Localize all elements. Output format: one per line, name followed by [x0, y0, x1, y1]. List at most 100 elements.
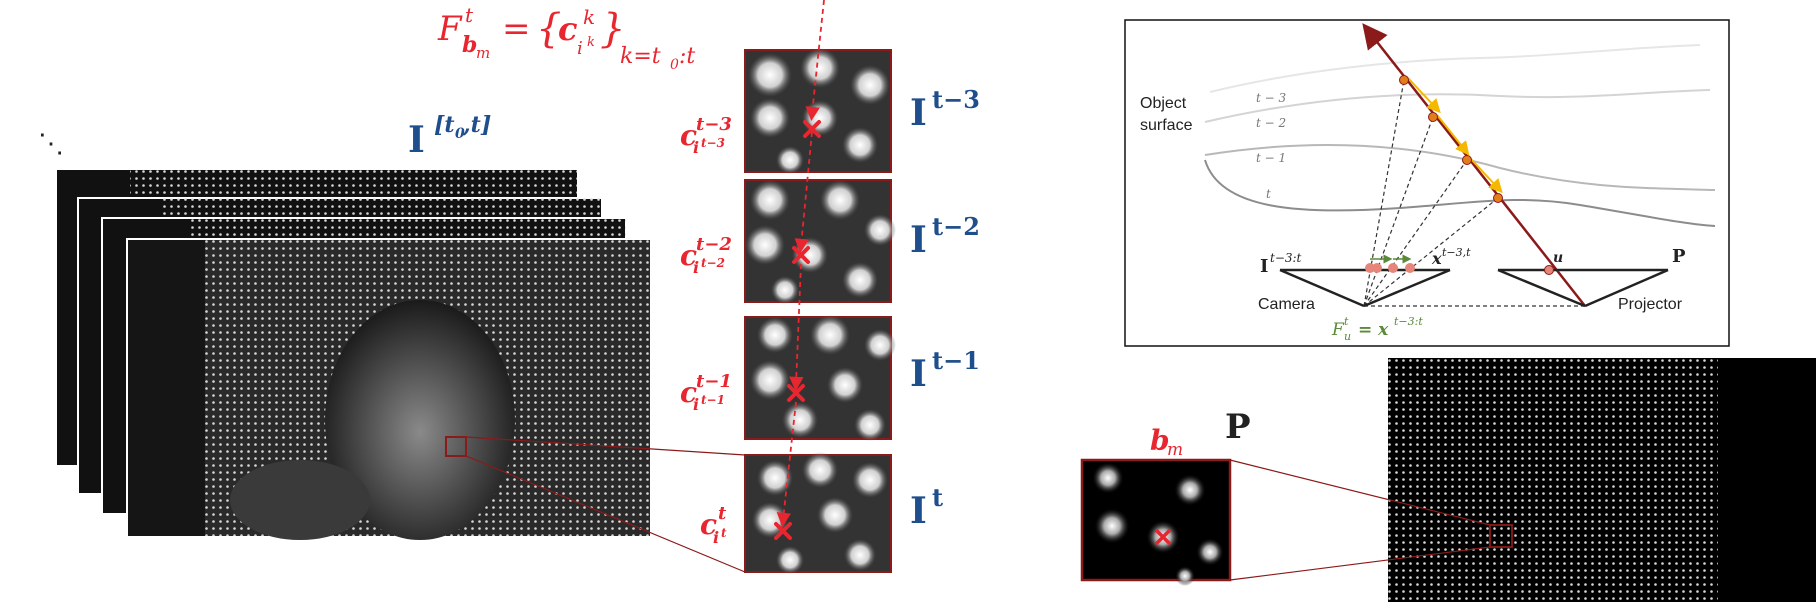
P-label: P: [1672, 246, 1686, 267]
camera-label: Camera: [1258, 296, 1315, 313]
svg-text:I: I: [408, 119, 425, 161]
svg-text:b: b: [1150, 424, 1170, 457]
svg-text:Object: Object: [1140, 95, 1187, 112]
svg-text:k: k: [587, 35, 595, 50]
ray-surface-points: [1399, 75, 1503, 203]
svg-text:i: i: [713, 528, 719, 547]
svg-text:t−3: t−3: [701, 136, 725, 150]
svg-text:t: t: [718, 503, 727, 524]
svg-text:k: k: [583, 5, 595, 29]
svg-text:c: c: [700, 508, 717, 541]
camera-image-label: I t−3:t: [1260, 251, 1302, 277]
svg-text:,t]: ,t]: [462, 112, 491, 138]
svg-text:I: I: [910, 353, 927, 395]
svg-text:t−3: t−3: [696, 114, 732, 135]
svg-text:I: I: [910, 92, 927, 134]
svg-text:c: c: [558, 10, 577, 48]
frame-label-t-1: I t−1: [910, 346, 980, 395]
svg-text:{: {: [536, 6, 561, 52]
svg-text:t−2: t−2: [701, 256, 725, 270]
svg-text:t: t: [1344, 315, 1349, 328]
svg-text:0: 0: [670, 57, 679, 73]
projector-point-u: [1544, 265, 1554, 275]
surface-curve-t-1: [1204, 144, 1716, 191]
camera-frustum: [1279, 268, 1451, 308]
svg-text:I: I: [910, 219, 927, 261]
svg-text:c: c: [680, 239, 697, 272]
svg-text:i: i: [693, 138, 699, 157]
svg-text:I: I: [910, 490, 927, 532]
camera-image-points: [1365, 263, 1415, 273]
svg-text:t−1: t−1: [701, 393, 725, 407]
svg-text:k=t: k=t: [620, 44, 661, 69]
pattern-P-label: P: [1225, 407, 1251, 447]
surface-curve-t-3: [1209, 44, 1701, 93]
svg-text:i: i: [693, 395, 699, 414]
patch-t-2: [744, 179, 896, 304]
svg-text:t−1: t−1: [932, 346, 980, 375]
cross-marker-t-3: [803, 120, 821, 138]
projector-label: Projector: [1618, 296, 1683, 313]
stack-label: I [t 0 ,t]: [408, 112, 491, 161]
face-silhouette: [325, 300, 515, 540]
svg-text:t: t: [1266, 187, 1271, 201]
frame-label-t-2: I t−2: [910, 212, 980, 261]
svg-text:t: t: [721, 526, 727, 540]
patch-t: [744, 452, 892, 574]
cross-marker-t-1: [787, 384, 805, 402]
cross-marker-t: [774, 522, 792, 540]
frame-stack: ⋱ I [t 0 ,t]: [38, 112, 651, 540]
svg-text::t: :t: [679, 44, 695, 69]
zoom-lines-frame: [465, 436, 746, 573]
pattern-patch-highlight: [1489, 524, 1513, 548]
correspondence-label-t: c t i t: [700, 503, 727, 547]
svg-text:t−2: t−2: [696, 234, 732, 255]
svg-text:t−3,t: t−3,t: [1442, 246, 1471, 259]
svg-text:}: }: [600, 6, 625, 52]
svg-text:= x: = x: [1358, 320, 1389, 340]
correspondence-label-t-3: c t−3 i t−3: [680, 114, 732, 157]
svg-text:c: c: [680, 376, 697, 409]
tracking-trajectory: [776, 0, 825, 528]
svg-text:i: i: [577, 38, 583, 59]
svg-text:t − 3: t − 3: [1256, 91, 1287, 105]
zoom-lines-pattern: [1229, 459, 1491, 581]
feature-label-green: F t u = x t−3:t: [1331, 315, 1423, 343]
correspondence-label-t-1: c t−1 i t−1: [680, 371, 732, 414]
svg-text:t−3:t: t−3:t: [1270, 251, 1302, 265]
u-label: u: [1553, 250, 1563, 266]
projector-frustum: [1497, 268, 1669, 308]
geometry-diagram: t − 3 t − 2 t − 1 t Object surface: [1124, 19, 1730, 347]
patch-t-1: [744, 315, 896, 441]
frame-label-t: I t: [910, 483, 943, 532]
svg-text:t−3: t−3: [932, 85, 980, 114]
svg-text:surface: surface: [1140, 117, 1193, 134]
ellipsis-dots: ⋱: [38, 129, 64, 159]
camera-rays: [1363, 79, 1585, 307]
svg-text:t − 1: t − 1: [1256, 151, 1286, 165]
pattern-patch-bm: [1080, 458, 1232, 586]
cross-marker-t-2: [792, 246, 810, 264]
svg-text:c: c: [680, 119, 697, 152]
svg-text:=: =: [502, 9, 531, 49]
svg-text:m: m: [1167, 440, 1183, 460]
patches-column: [744, 0, 896, 574]
cross-marker-bm: [1155, 529, 1171, 545]
projector-pattern: [1388, 358, 1816, 602]
svg-text:m: m: [476, 44, 490, 62]
svg-text:F: F: [437, 9, 463, 49]
svg-text:t: t: [465, 3, 474, 27]
frame-label-t-3: I t−3: [910, 85, 980, 134]
svg-text:u: u: [1344, 330, 1351, 343]
svg-text:t−3:t: t−3:t: [1394, 315, 1423, 328]
pattern-patch-bm-label: b m: [1150, 424, 1183, 460]
frame-patch-highlight: [445, 436, 467, 457]
correspondence-label-t-2: c t−2 i t−2: [680, 234, 732, 277]
svg-text:x: x: [1431, 249, 1442, 268]
svg-text:0: 0: [455, 126, 465, 142]
patch-t-3: [744, 48, 892, 174]
svg-text:t−1: t−1: [696, 371, 732, 392]
motion-arrows: [1407, 77, 1503, 194]
feature-formula: F t b m = { c k i k } k=t 0 :t: [437, 3, 695, 73]
